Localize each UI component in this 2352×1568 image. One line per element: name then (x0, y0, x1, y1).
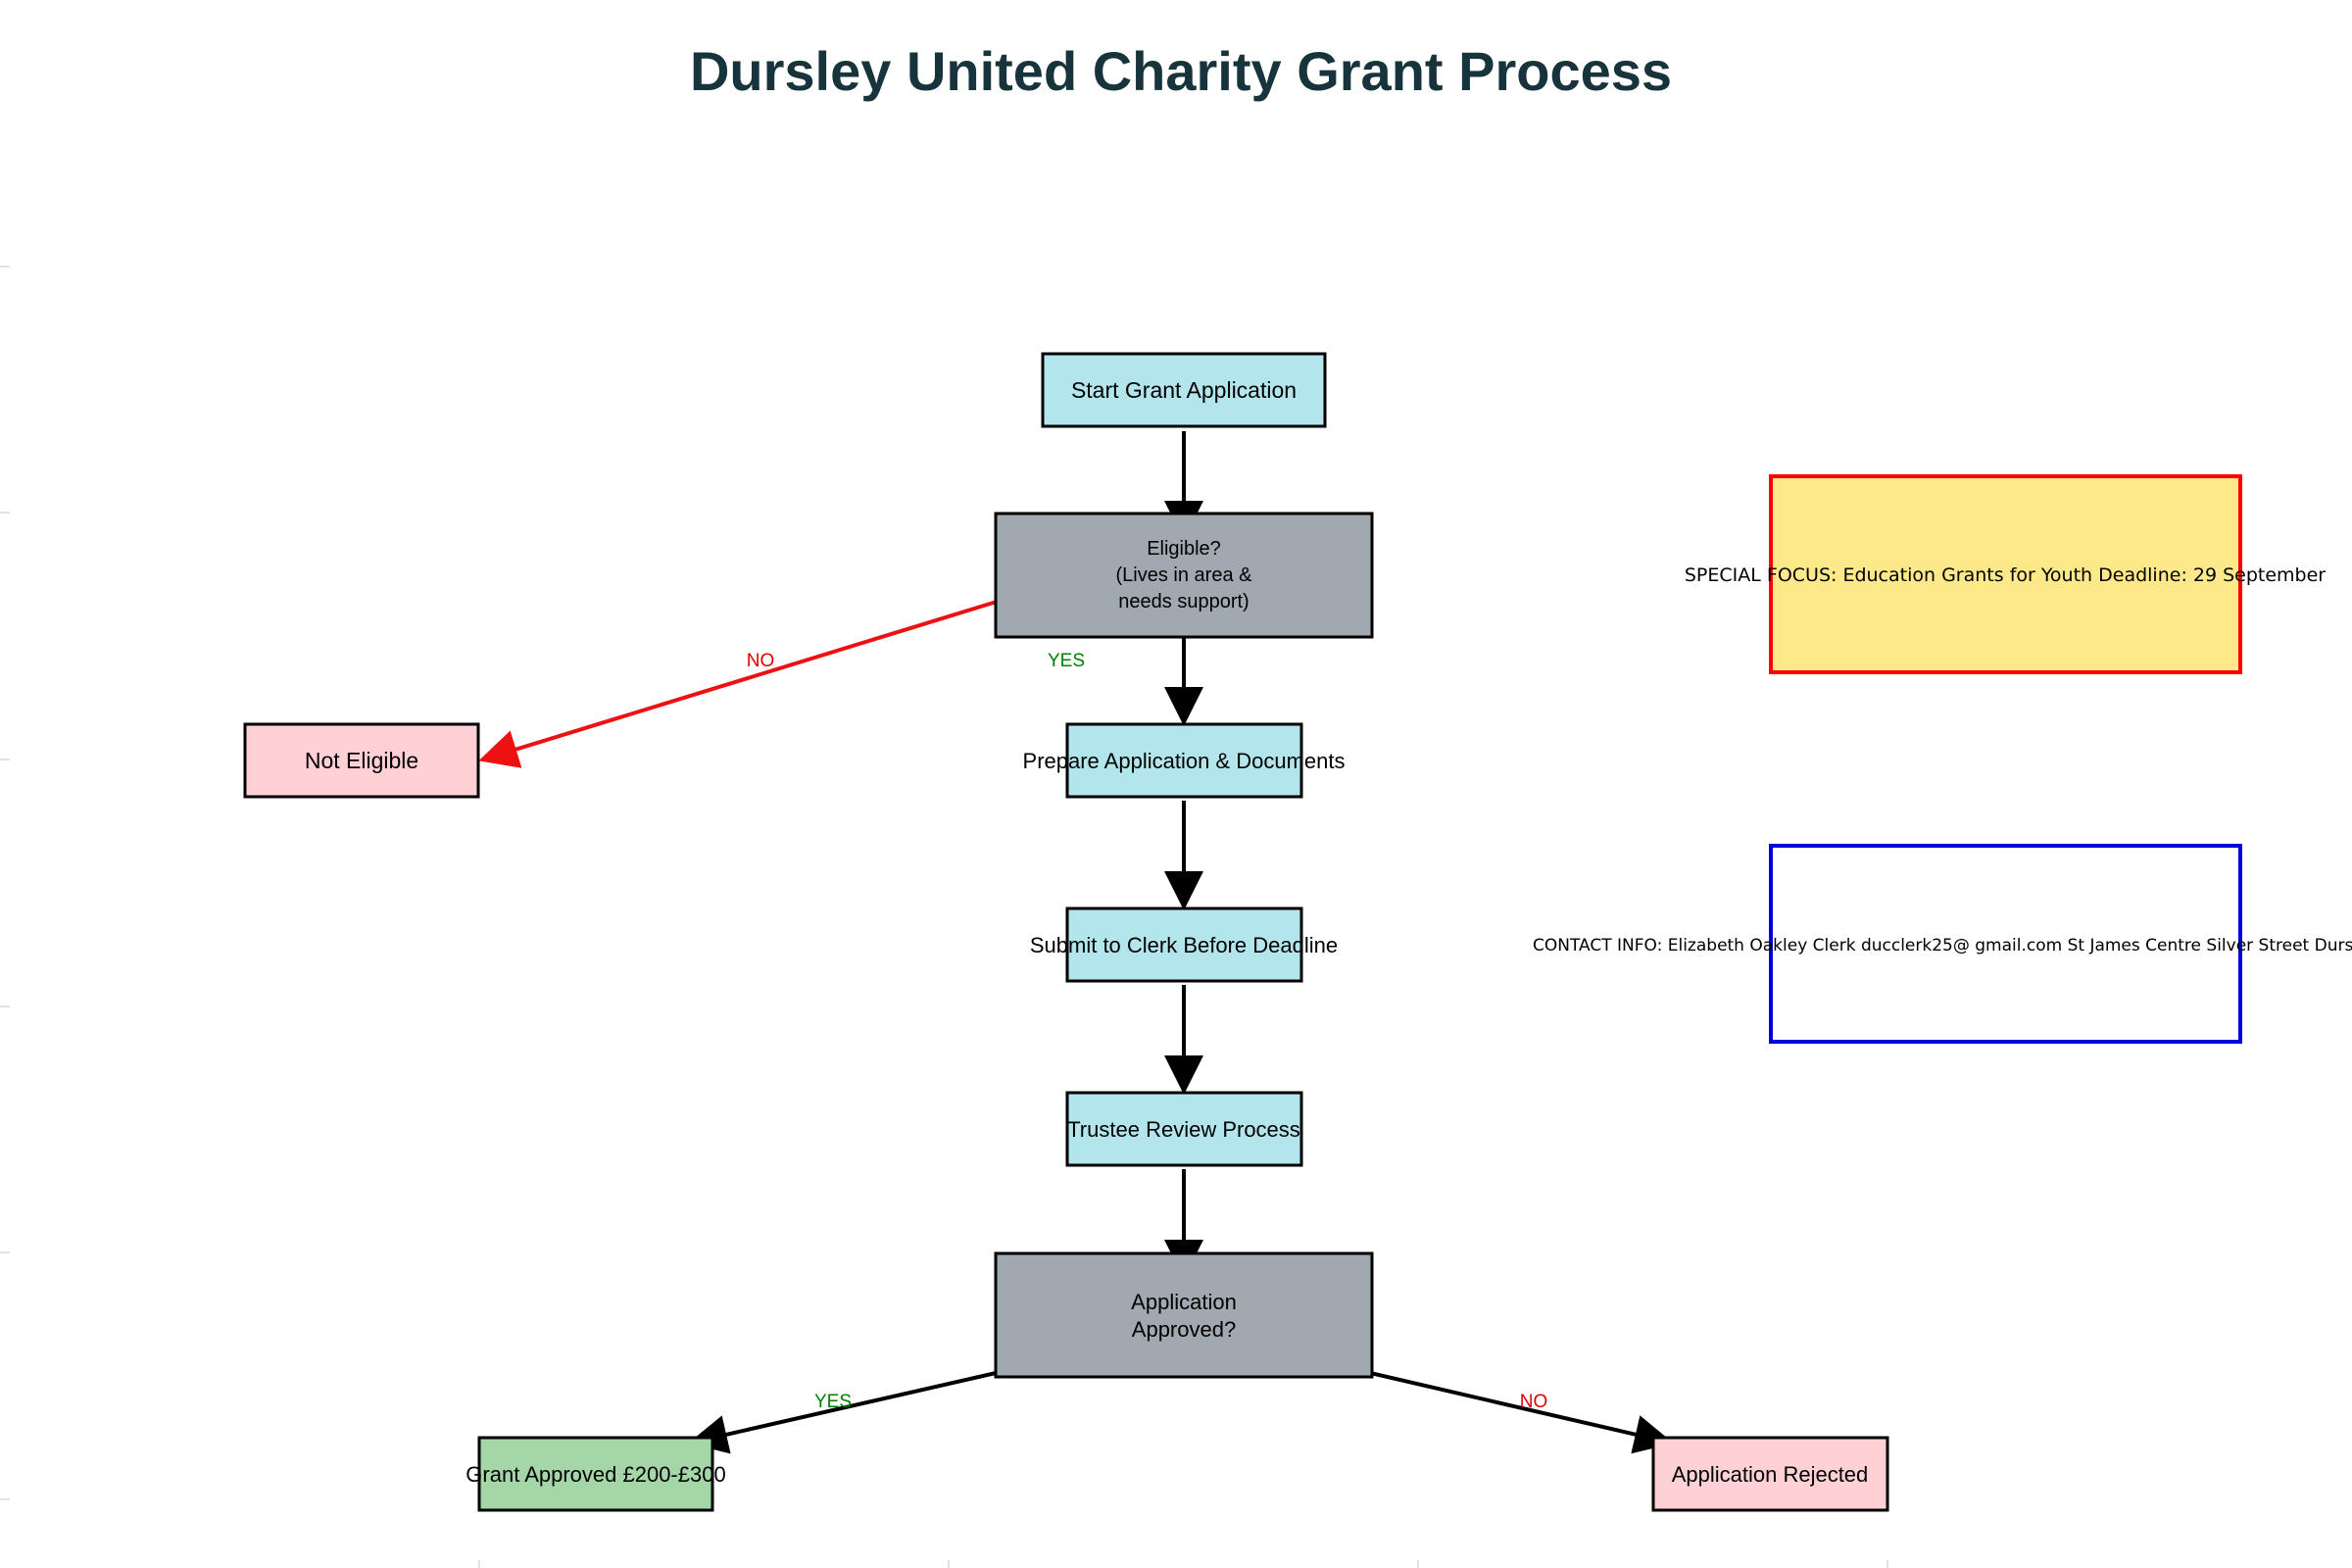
node-approved-label-line-2: Approved? (1132, 1317, 1236, 1342)
node-rejected-label: Application Rejected (1672, 1462, 1869, 1487)
node-start: Start Grant Application (1041, 352, 1327, 428)
node-review: Trustee Review Process (1065, 1091, 1303, 1167)
node-eligible-label-line-3: needs support) (1118, 591, 1249, 612)
edge-eligible-to-not-eligible (478, 572, 1087, 768)
edge-label-approved-no: NO (1520, 1392, 1548, 1412)
node-submit: Submit to Clerk Before Deadline (1030, 906, 1338, 983)
node-eligible-decision: Eligible? (Lives in area & needs support… (994, 512, 1374, 639)
node-grant-approved: Grant Approved £200-£300 (466, 1436, 726, 1512)
node-grant-approved-label: Grant Approved £200-£300 (466, 1462, 725, 1487)
node-submit-label: Submit to Clerk Before Deadline (1030, 933, 1338, 957)
node-eligible-label-line-1: Eligible? (1147, 538, 1221, 560)
edge-label-eligible-yes: YES (1048, 651, 1085, 671)
node-not-eligible-label: Not Eligible (305, 748, 418, 773)
node-approved-decision: Application Approved? (994, 1251, 1374, 1379)
contact-info-text: CONTACT INFO: Elizabeth Oakley Clerk duc… (1533, 936, 2352, 956)
contact-info-note: CONTACT INFO: Elizabeth Oakley Clerk duc… (1533, 844, 2352, 1044)
node-eligible-label-line-2: (Lives in area & (1116, 564, 1253, 586)
node-rejected: Application Rejected (1651, 1436, 1889, 1512)
node-review-label: Trustee Review Process (1067, 1117, 1300, 1142)
node-start-label: Start Grant Application (1071, 377, 1297, 403)
edge-label-eligible-no: NO (747, 651, 775, 671)
diagram-title: Dursley United Charity Grant Process (690, 40, 1672, 102)
node-not-eligible: Not Eligible (243, 722, 480, 799)
edge-label-approved-yes: YES (814, 1392, 852, 1412)
node-prepare: Prepare Application & Documents (1023, 722, 1346, 799)
special-focus-text: SPECIAL FOCUS: Education Grants for Yout… (1685, 564, 2326, 586)
faint-axis-ticks (0, 266, 1888, 1568)
node-prepare-label: Prepare Application & Documents (1023, 749, 1346, 773)
node-approved-label-line-1: Application (1131, 1290, 1237, 1314)
special-focus-note: SPECIAL FOCUS: Education Grants for Yout… (1685, 474, 2326, 674)
